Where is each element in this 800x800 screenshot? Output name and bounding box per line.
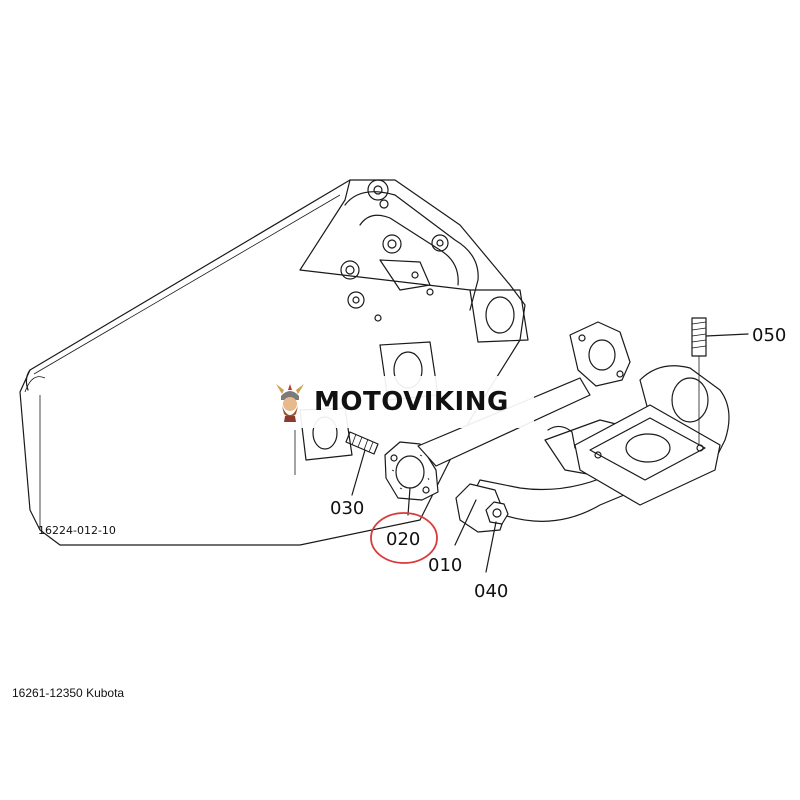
drawing-number: 16224-012-10 <box>38 524 116 537</box>
brand-name: MOTOVIKING <box>314 387 509 417</box>
callout-030: 030 <box>330 498 364 519</box>
viking-head-icon <box>276 384 304 422</box>
highlight-circle-020 <box>370 512 438 564</box>
callout-010: 010 <box>428 555 462 576</box>
exhaust-manifold-010-drawing <box>454 365 730 546</box>
callout-labels: 030 020 010 040 050 <box>330 325 786 602</box>
cylinder-head-drawing <box>19 179 529 546</box>
nut-040-drawing <box>485 501 509 573</box>
callout-050: 050 <box>752 325 786 346</box>
callout-040: 040 <box>474 581 508 602</box>
stud-030-drawing <box>345 431 379 496</box>
motoviking-watermark: MOTOVIKING <box>264 376 534 428</box>
stud-050-drawing <box>691 317 749 445</box>
part-number-caption: 16261-12350 Kubota <box>12 686 125 700</box>
callout-020: 020 <box>386 529 420 550</box>
